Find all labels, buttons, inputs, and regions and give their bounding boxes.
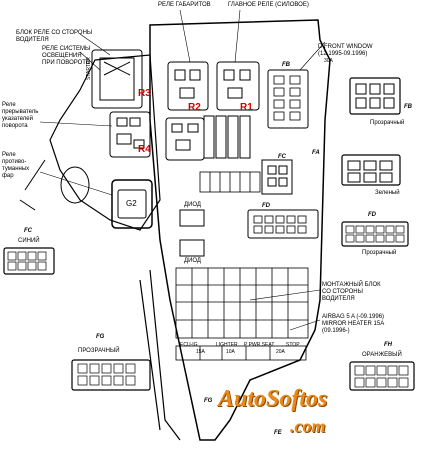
watermark-line1: AutoSoftos [218,386,328,412]
diode-top-shape [179,209,205,227]
lower-fuse-matrix [175,267,309,339]
g2-socket-shape [111,179,153,229]
left-bracket [49,54,161,231]
connector-fg-tag: FG [96,334,105,340]
label-marker-relay: РЕЛЕ ГАБАРИТОВ [158,2,211,8]
label-fog-relay: Реле противо- туманных фар [2,152,30,179]
label-g2: G2 [126,199,137,208]
connector-fb-main-shape [267,69,309,129]
label-green-fa: Зеленый [375,190,400,196]
main-block-outline [149,19,331,441]
connector-fb-main-tag: FB [282,62,290,68]
label-orange-fh: ОРАНЖЕВЫЙ [362,352,402,358]
upper-fuse-strip [203,115,251,159]
label-airbag-mirror: AIRBAG 5 A (-09.1996) MIRROR HEATER 15A … [322,314,385,334]
relay-r3-socket [99,57,135,101]
label-diode-top: ДИОД [184,202,201,208]
label-transparent-fb: Прозрачный [370,120,405,126]
leader-lines [39,9,326,331]
connector-fg-bottom-tag: FG [204,398,213,404]
label-d-front-window: D FRONT WINDOW (12.1995-09.1996) [318,44,373,57]
connector-fh-shape [349,361,415,391]
label-fuse-10a: 10A [226,349,235,355]
label-stop: STOP [286,342,300,348]
label-main-relay: ГЛАВНОЕ РЕЛЕ (СИЛОВОЕ) [228,2,309,8]
label-mount-block: МОНТАЖНЫЙ БЛОК СО СТОРОНЫ ВОДИТЕЛЯ [322,282,381,302]
label-p-pwr-seat: P PWR SEAT [244,342,275,348]
relay-r4-housing [109,111,151,158]
connector-fa-tag: FA [312,150,320,156]
relay-r3-tag: R3 [138,88,151,99]
connector-fc-left-shape [3,247,55,275]
relay-r4-tag: R4 [138,144,151,155]
connector-fg-shape [71,359,151,391]
left-arm [19,159,46,211]
connector-fc-block-shape [261,159,293,195]
connector-fd-block-tag: FD [262,203,270,209]
label-fuse-30a: 30A [324,58,333,64]
relay-r1-tag: R1 [240,102,253,113]
label-lighter: LIGHTER [216,342,238,348]
relay-r1-housing [216,61,260,111]
diode-bottom-shape [179,239,205,257]
label-transparent-fg: ПРОЗРАЧНЫЙ [78,348,120,354]
connector-fc-left-tag: FC [24,228,32,234]
label-fuse-15a: 15A [196,349,205,355]
label-turn-signal-relay: Реле прерыватель указателей поворота [2,102,39,129]
relay-r2-tag: R2 [188,102,201,113]
label-fuse-20a: 20A [276,349,285,355]
connector-fe-tag: FE [274,430,282,436]
label-starter: STARTER [86,57,92,80]
relay-r2-housing [167,61,209,111]
connector-fd-right-tag: FD [368,212,376,218]
connector-fb-right-shape [349,77,401,115]
connector-fh-tag: FH [384,342,392,348]
label-relay-turn-lighting: РЕЛЕ СИСТЕМЫ ОСВЕЩЕНИЯ ПРИ ПОВОРОТЕ [42,46,91,66]
bottom-fuse-row [175,345,307,361]
middle-fuse-row [199,171,261,193]
connector-fb-right-tag: FB [404,104,412,110]
label-diode-bottom: ДИОД [184,258,201,264]
label-ecu-ig: ECU-IG [180,342,198,348]
label-relay-block-driver: БЛОК РЕЛЕ СО СТОРОНЫ ВОДИТЕЛЯ [16,30,93,43]
relay-r3-housing [91,49,143,109]
connector-fd-right-shape [341,221,409,247]
lower-strut [139,269,181,441]
watermark-line2: .com [290,416,326,436]
connector-fa-shape [341,154,401,186]
bracket-hole [60,166,90,204]
connector-fd-block-shape [247,209,319,239]
connector-fc-block-tag: FC [278,154,286,160]
label-blue-fc: СИНИЙ [18,238,40,244]
label-transparent-fd: Прозрачный [362,250,397,256]
